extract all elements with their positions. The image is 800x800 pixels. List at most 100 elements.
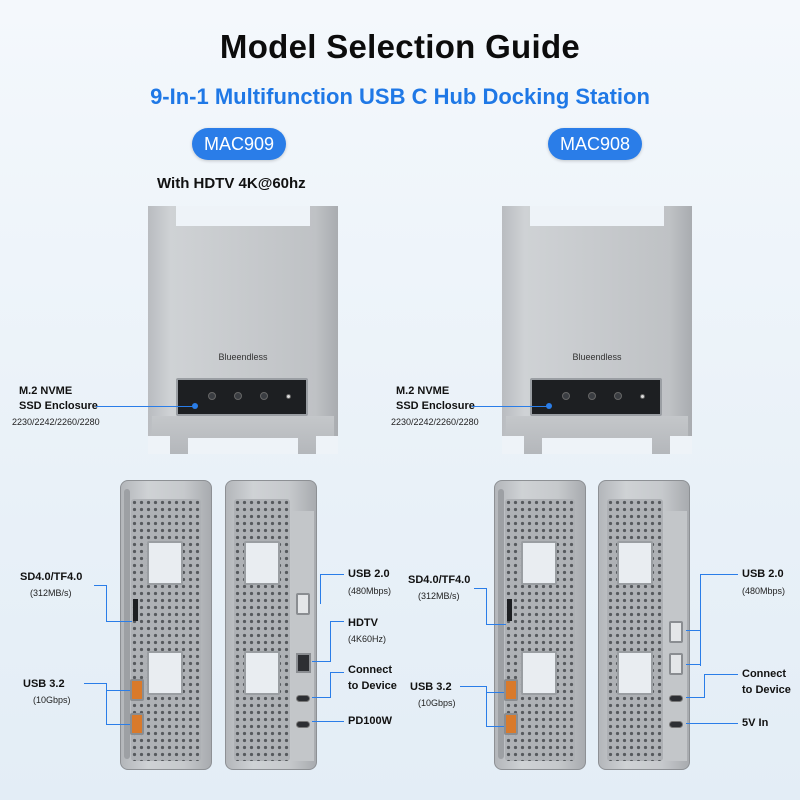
- callout-line: [686, 630, 701, 631]
- enclosure-top-notch: [530, 206, 664, 226]
- usb20-port-icon: [669, 653, 683, 675]
- ssd-enclosure-mac909: Blueendless: [148, 206, 338, 454]
- callout-line: [686, 723, 738, 724]
- callout-line: [686, 697, 705, 698]
- hub-unit-left-mac909: [120, 480, 212, 770]
- page-title: Model Selection Guide: [219, 28, 581, 65]
- port-detail-usb32: (10Gbps): [33, 695, 71, 705]
- callout-line: [330, 621, 344, 622]
- usb32-port-icon: [504, 679, 518, 701]
- hub-unit-right-mac908: [598, 480, 690, 770]
- hub-unit-right-mac909: [225, 480, 317, 770]
- screw-icon: [614, 392, 622, 400]
- screw-icon: [234, 392, 242, 400]
- port-detail-usb20: (480Mbps): [348, 586, 392, 596]
- callout-line: [486, 726, 504, 727]
- callout-line: [460, 686, 486, 687]
- port-detail-usb20: (480Mbps): [742, 586, 786, 596]
- enclosure-base-gap: [542, 438, 652, 454]
- vent-window: [147, 541, 183, 585]
- screw-icon: [208, 392, 216, 400]
- enclosure-foot-gap-left: [148, 436, 170, 454]
- callout-line: [486, 588, 487, 624]
- port-label-pd: PD100W: [348, 715, 393, 727]
- usb32-port-icon: [504, 713, 518, 735]
- callout-line: [320, 574, 344, 575]
- callout-line: [486, 686, 487, 726]
- enclosure-sizes: 2230/2242/2260/2280: [391, 417, 479, 427]
- m2-slot: [530, 378, 662, 416]
- vent-window: [244, 541, 280, 585]
- model-badge-mac909: MAC909: [192, 128, 286, 160]
- callout-line: [472, 406, 548, 407]
- side-rail: [124, 489, 130, 759]
- callout-line: [84, 683, 106, 684]
- callout-line: [312, 697, 331, 698]
- callout-line: [312, 661, 331, 662]
- enclosure-foot-left: [502, 436, 524, 454]
- callout-line: [700, 574, 701, 666]
- enclosure-label-line1: M.2 NVME: [19, 385, 73, 397]
- port-label-connect-line1: Connect: [742, 668, 786, 680]
- callout-line: [312, 721, 344, 722]
- ssd-enclosure-mac908: Blueendless: [502, 206, 692, 454]
- usb20-port-icon: [296, 593, 310, 615]
- callout-line: [106, 621, 132, 622]
- callout-line: [704, 674, 705, 698]
- callout-line: [94, 585, 106, 586]
- screw-icon: [588, 392, 596, 400]
- usbc-5v-port-icon: [669, 721, 683, 728]
- callout-dot: [546, 403, 552, 409]
- callout-line: [474, 588, 486, 589]
- callout-line: [700, 574, 738, 575]
- model-badge-mac908: MAC908: [548, 128, 642, 160]
- port-label-usb20: USB 2.0: [348, 568, 390, 580]
- usb32-port-icon: [130, 679, 144, 701]
- brand-logo: Blueendless: [218, 352, 268, 362]
- vent-window: [617, 541, 653, 585]
- callout-line: [96, 406, 194, 407]
- enclosure-top-notch: [176, 206, 310, 226]
- port-detail-usb32: (10Gbps): [418, 698, 456, 708]
- callout-line: [106, 724, 130, 725]
- usb20-port-icon: [669, 621, 683, 643]
- model-note-mac909: With HDTV 4K@60hz: [157, 175, 306, 192]
- usb32-port-icon: [130, 713, 144, 735]
- callout-line: [330, 621, 331, 661]
- usbc-pd-port-icon: [296, 721, 310, 728]
- port-label-usb32: USB 3.2: [23, 678, 65, 690]
- port-label-sd: SD4.0/TF4.0: [20, 571, 83, 583]
- vent-window: [244, 651, 280, 695]
- led-icon: [286, 394, 291, 399]
- callout-line: [704, 674, 738, 675]
- hdmi-port-icon: [296, 653, 311, 673]
- callout-line: [486, 624, 506, 625]
- enclosure-label-line2: SSD Enclosure: [19, 400, 98, 412]
- enclosure-foot-gap-right: [316, 436, 338, 454]
- vent-window: [147, 651, 183, 695]
- screw-icon: [562, 392, 570, 400]
- enclosure-label-line1: M.2 NVME: [396, 385, 450, 397]
- port-detail-sd: (312MB/s): [30, 588, 72, 598]
- hub-unit-left-mac908: [494, 480, 586, 770]
- led-icon: [640, 394, 645, 399]
- port-label-hdtv: HDTV: [348, 617, 378, 629]
- enclosure-base-gap: [188, 438, 298, 454]
- callout-line: [106, 585, 107, 621]
- port-label-5v: 5V In: [742, 717, 769, 729]
- callout-line: [106, 690, 130, 691]
- usbc-port-icon: [669, 695, 683, 702]
- port-label-usb32: USB 3.2: [410, 681, 452, 693]
- vent-window: [521, 541, 557, 585]
- sd-slot-icon: [507, 599, 512, 621]
- port-label-usb20: USB 2.0: [742, 568, 784, 580]
- screw-icon: [260, 392, 268, 400]
- vent-window: [617, 651, 653, 695]
- usbc-port-icon: [296, 695, 310, 702]
- vent-window: [521, 651, 557, 695]
- callout-dot: [192, 403, 198, 409]
- callout-line: [330, 672, 331, 698]
- callout-line: [686, 664, 701, 665]
- page-subtitle: 9-In-1 Multifunction USB C Hub Docking S…: [150, 84, 650, 109]
- port-label-connect-line2: to Device: [348, 680, 397, 692]
